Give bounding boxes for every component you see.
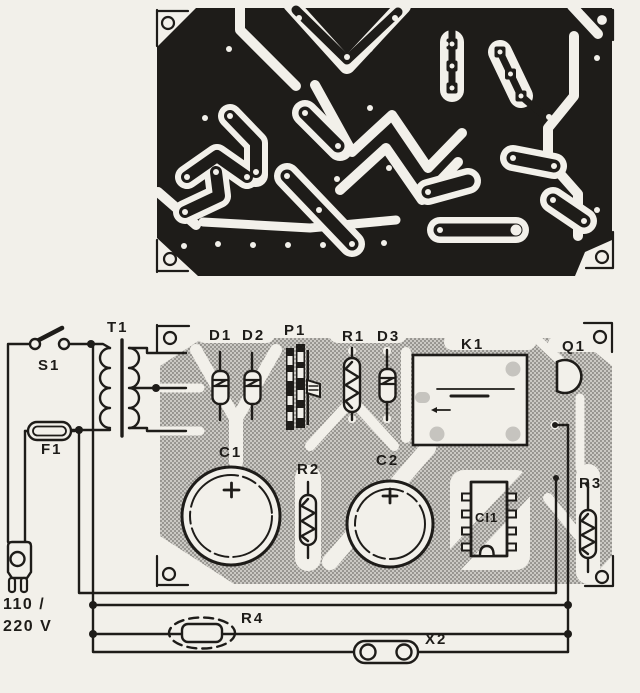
resistor-r1 xyxy=(342,346,362,422)
label-f1: F1 xyxy=(41,441,63,458)
resistor-r4 xyxy=(167,616,237,650)
label-q1: Q1 xyxy=(562,338,587,355)
terminal-x2 xyxy=(352,639,420,665)
label-s1: S1 xyxy=(38,357,61,374)
label-c1: C1 xyxy=(219,444,243,461)
label-r1: R1 xyxy=(342,328,366,345)
label-c2: C2 xyxy=(376,452,400,469)
copper-side-board xyxy=(153,0,615,276)
label-d1: D1 xyxy=(209,327,233,344)
label-r4: R4 xyxy=(241,610,265,627)
transistor-q1 xyxy=(555,358,583,395)
diode-d3 xyxy=(378,348,397,422)
label-k1: K1 xyxy=(461,336,485,353)
diode-d1 xyxy=(211,350,230,422)
component-corner-marks xyxy=(155,321,615,588)
capacitor-c1 xyxy=(180,465,282,567)
switch-s1 xyxy=(28,325,71,351)
label-r2: R2 xyxy=(297,461,321,478)
label-x2: X2 xyxy=(425,631,448,648)
label-ci1: CI1 xyxy=(475,510,499,525)
label-voltage-line2: 220 V xyxy=(3,618,53,635)
drill-holes xyxy=(181,15,600,249)
trimmer-p1 xyxy=(286,344,321,430)
ic-ci1 xyxy=(461,480,517,558)
label-p1: P1 xyxy=(284,322,307,339)
label-t1: T1 xyxy=(107,319,129,336)
resistor-r3 xyxy=(578,481,598,574)
relay-k1 xyxy=(411,353,529,447)
label-d2: D2 xyxy=(242,327,266,344)
label-r3: R3 xyxy=(579,475,603,492)
label-voltage-line1: 110 / xyxy=(3,596,46,613)
fuse-f1 xyxy=(23,420,77,442)
label-d3: D3 xyxy=(377,328,401,345)
transformer-t1 xyxy=(98,338,188,438)
copper-corner-marks xyxy=(155,8,615,274)
resistor-r2 xyxy=(298,480,318,560)
diode-d2 xyxy=(243,351,262,421)
mains-plug xyxy=(6,540,33,594)
capacitor-c2 xyxy=(345,479,435,569)
